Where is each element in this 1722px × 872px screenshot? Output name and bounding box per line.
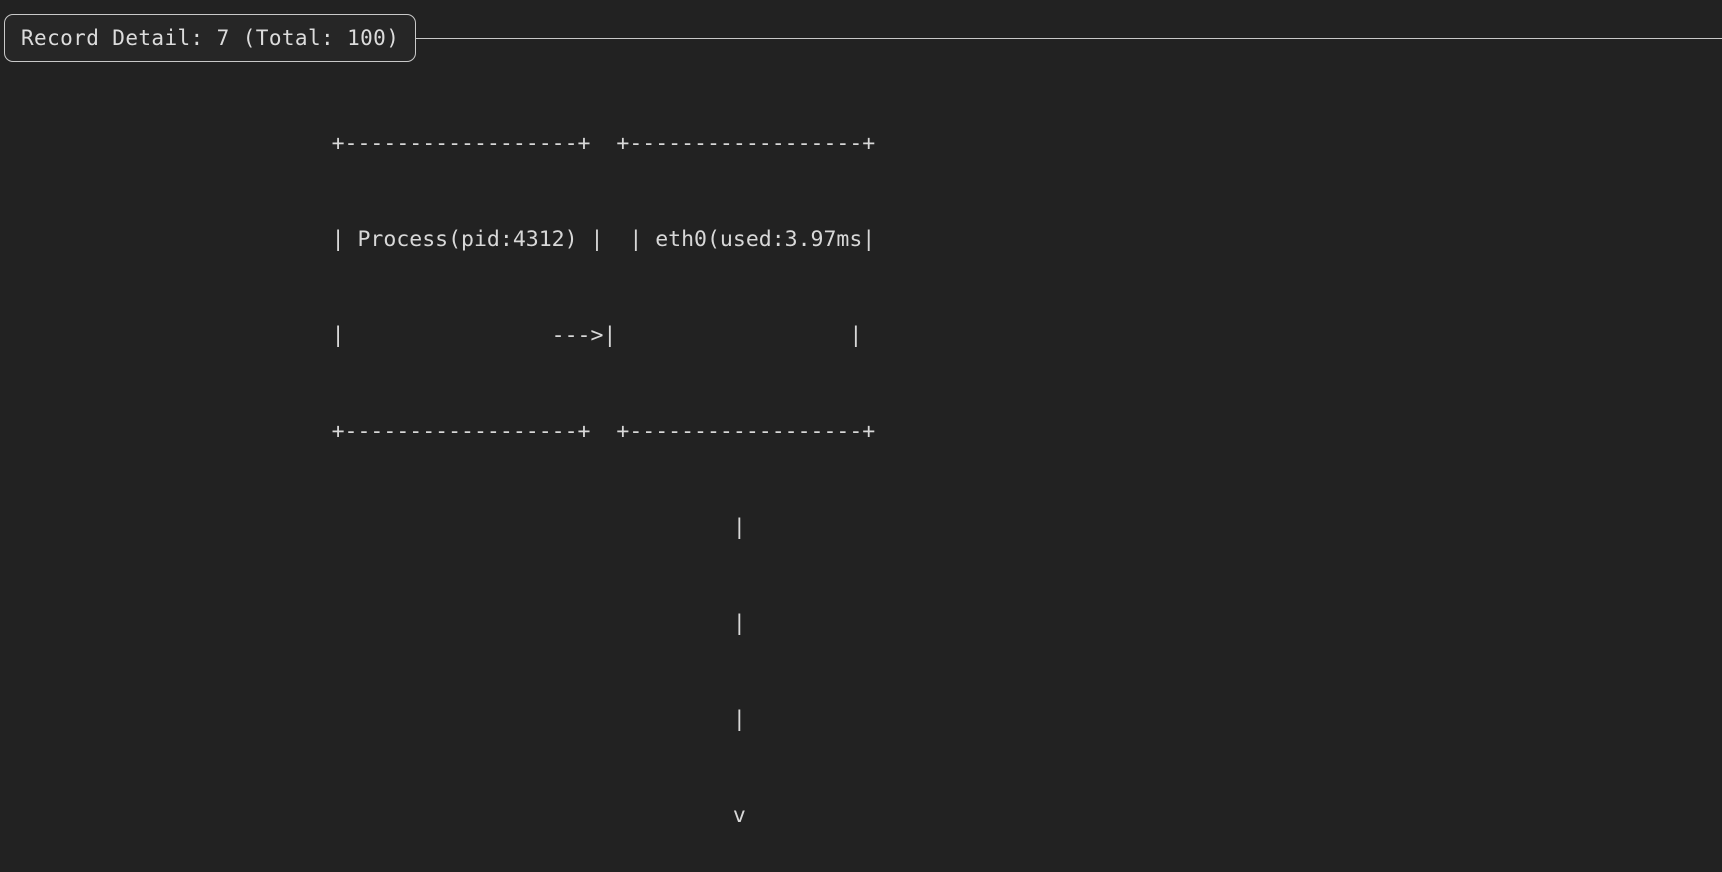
diagram-line-top-arrow: | --->| | xyxy=(8,323,863,348)
diagram-line-top-labels: | Process(pid:4312) | | eth0(used:3.97ms… xyxy=(8,227,876,252)
diagram-line-vconn-arrowhead: v xyxy=(8,803,746,828)
header-divider-rule xyxy=(416,37,1722,39)
diagram-line-top-border: +------------------+ +------------------… xyxy=(8,131,876,156)
diagram-line-vconn-2: | xyxy=(8,611,746,636)
diagram-line-vconn-1: | xyxy=(8,515,746,540)
diagram-line-top-bottom: +------------------+ +------------------… xyxy=(8,419,876,444)
terminal-window: Record Detail: 7 (Total: 100) +---------… xyxy=(0,12,1722,828)
ascii-diagram: +------------------+ +------------------… xyxy=(0,64,1722,828)
record-detail-badge[interactable]: Record Detail: 7 (Total: 100) xyxy=(4,14,417,62)
record-detail-label: Record Detail: 7 (Total: 100) xyxy=(21,26,400,50)
diagram-line-vconn-3: | xyxy=(8,707,746,732)
header-row: Record Detail: 7 (Total: 100) xyxy=(0,12,1722,64)
